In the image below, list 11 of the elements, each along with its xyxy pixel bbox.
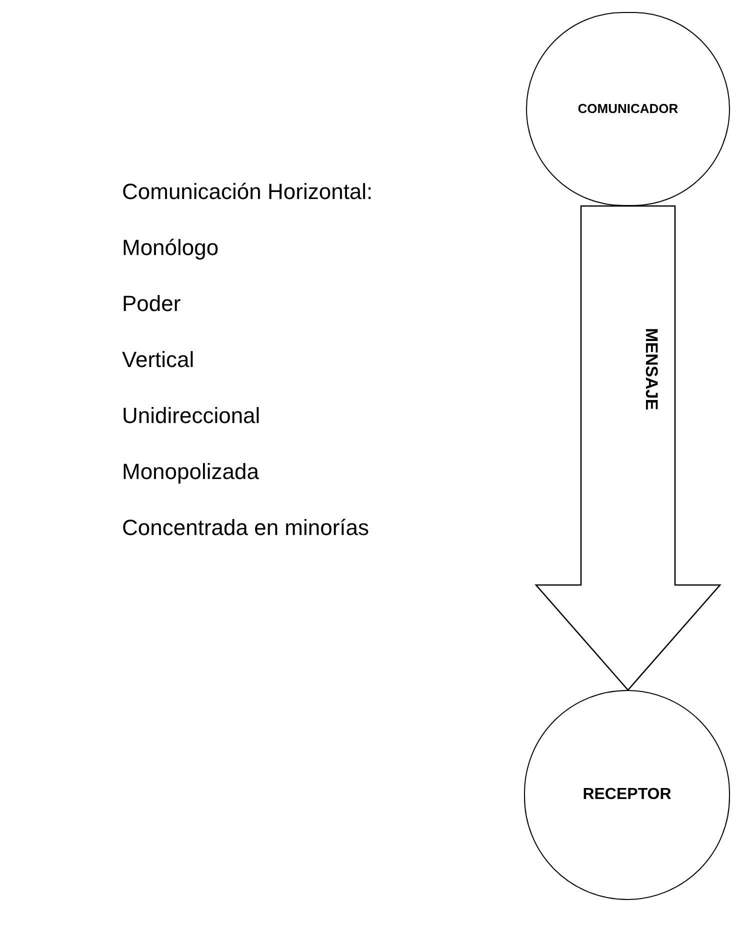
block-arrow	[534, 205, 722, 691]
list-text: Comunicación Horizontal:	[122, 178, 373, 206]
list-text: Poder	[122, 290, 182, 318]
list-text: Vertical	[122, 346, 196, 374]
list-text: Concentrada en minorías	[122, 514, 370, 542]
list-text: Monólogo	[122, 234, 220, 262]
list-text: Unidireccional	[122, 402, 262, 430]
node-label: RECEPTOR	[582, 785, 672, 805]
list-text: Monopolizada	[122, 458, 260, 486]
edge-label: MENSAJE	[642, 328, 661, 410]
node-label: COMUNICADOR	[578, 100, 678, 118]
